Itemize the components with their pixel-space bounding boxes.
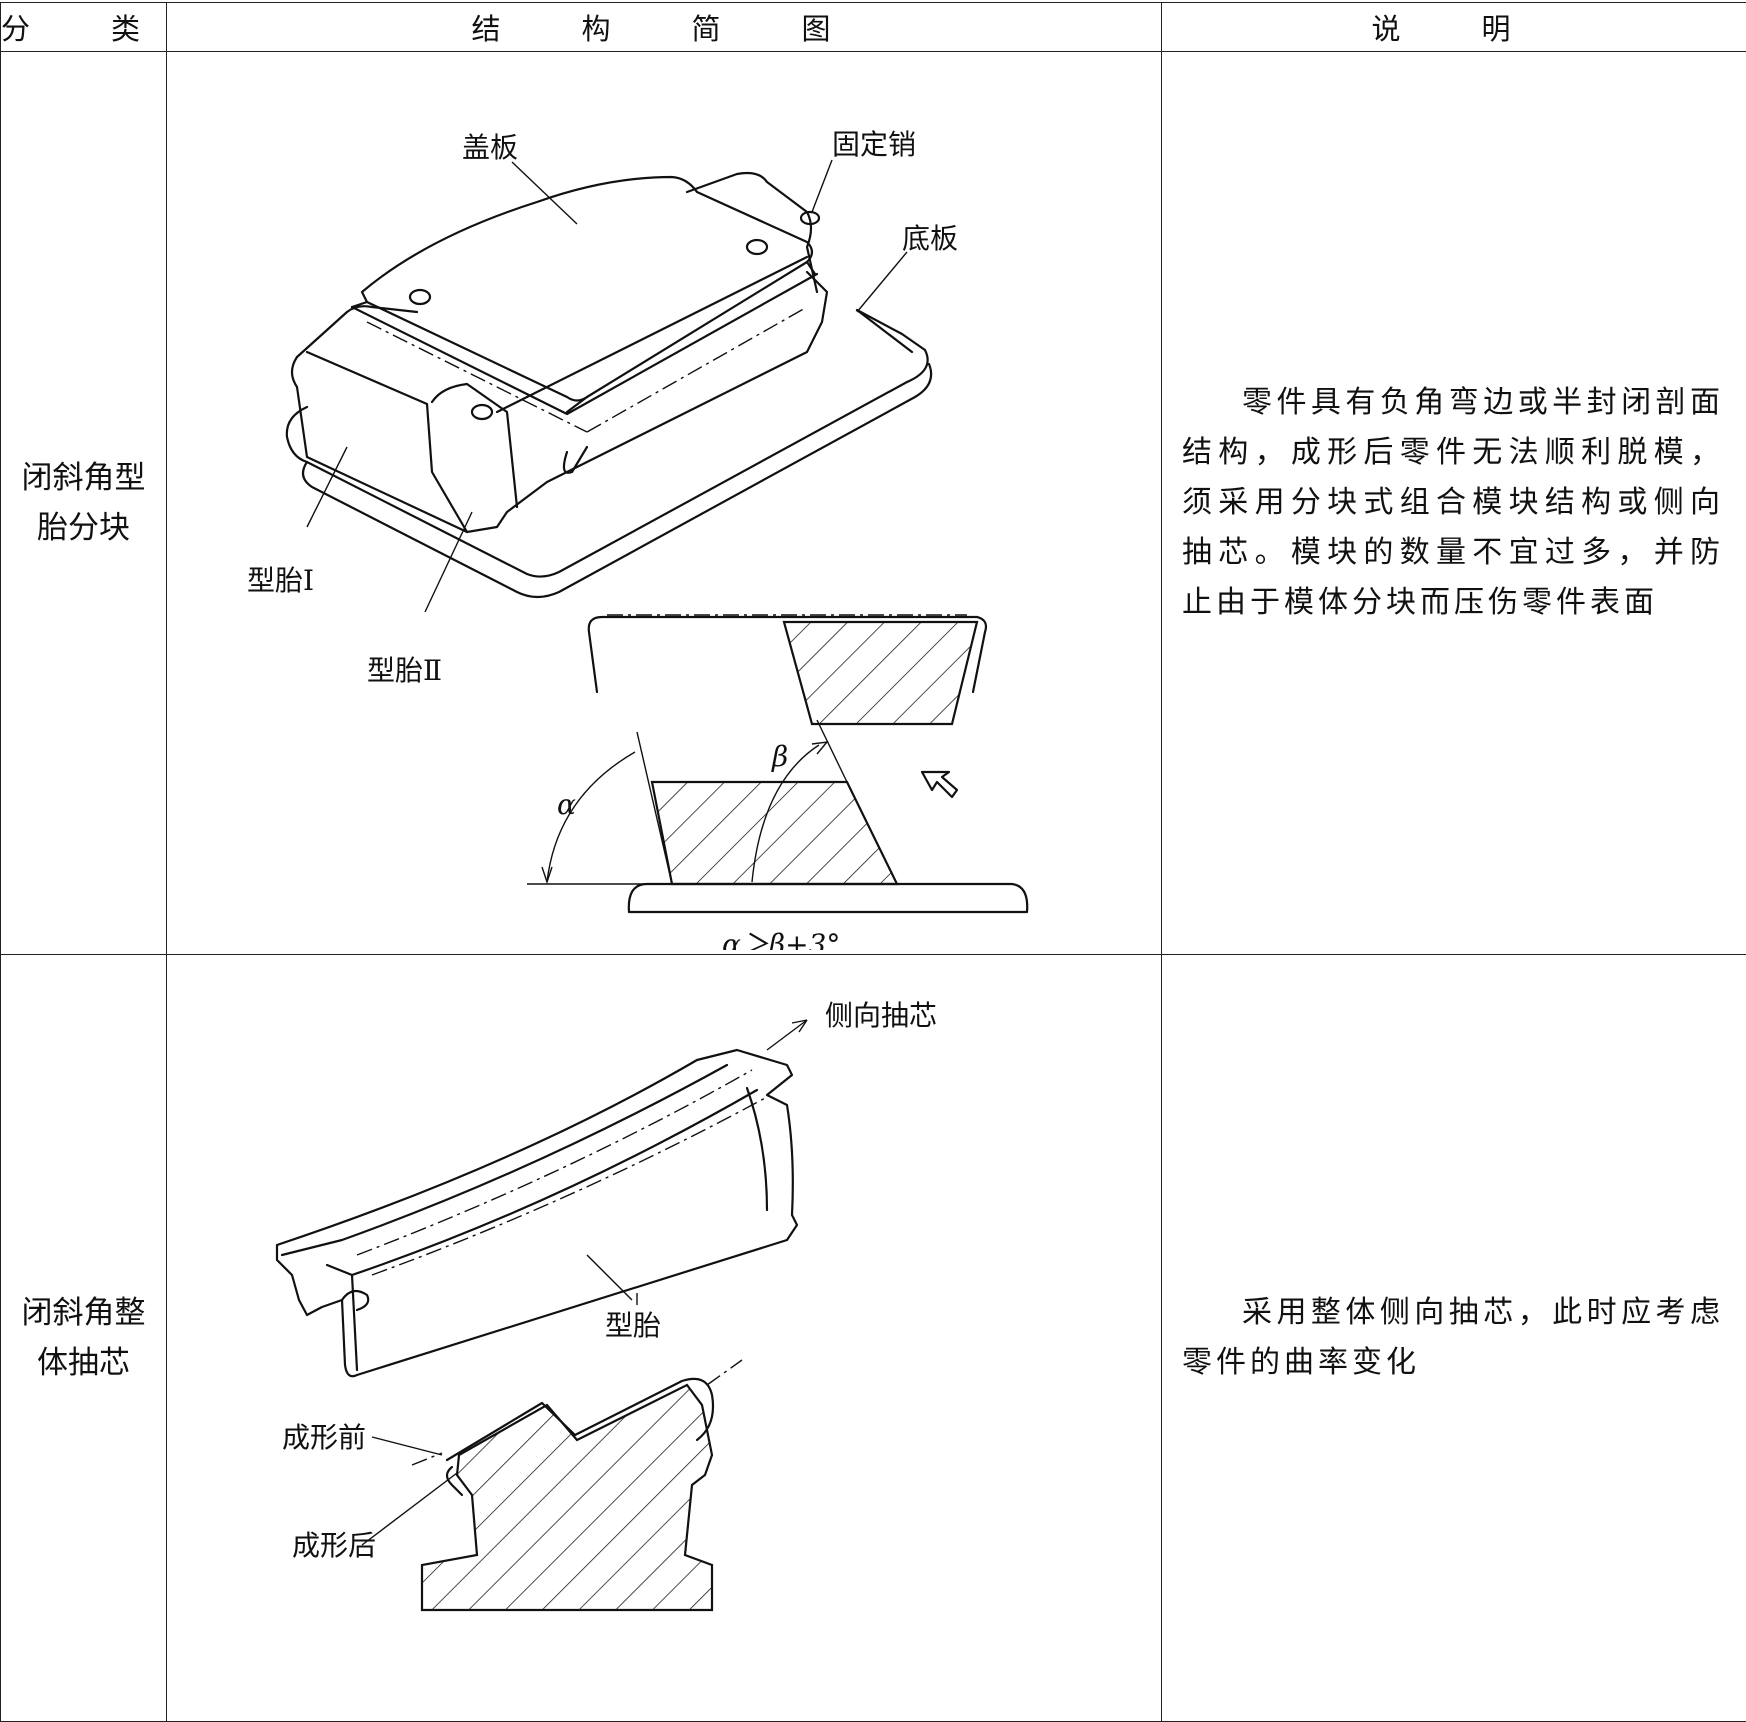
category-line: 闭斜角整	[14, 1288, 154, 1338]
category-line: 体抽芯	[14, 1338, 154, 1388]
formula: α＞β+3°	[722, 928, 840, 950]
table-header-row: 分 类 结 构 简 图 说 明	[1, 3, 1746, 52]
side-core-drawing: 侧向抽芯 型胎 成形前 成形后	[167, 955, 1162, 1717]
table-row: 闭斜角型 胎分块	[1, 52, 1746, 955]
category-cell: 闭斜角型 胎分块	[1, 52, 167, 955]
split-die-drawing: 盖板 固定销 底板 型胎Ⅰ 型胎Ⅱ	[167, 52, 1162, 950]
notes-text: 零件具有负角弯边或半封闭剖面结构，成形后零件无法顺利脱模，须采用分块式组合模块结…	[1182, 378, 1724, 628]
table-row: 闭斜角整 体抽芯	[1, 955, 1746, 1722]
category-line: 闭斜角型	[14, 453, 154, 503]
notes-text: 采用整体侧向抽芯，此时应考虑零件的曲率变化	[1182, 1288, 1724, 1388]
upper-section-shape	[589, 615, 986, 724]
header-notes: 说 明	[1162, 3, 1746, 52]
diagram-cell: 盖板 固定销 底板 型胎Ⅰ 型胎Ⅱ	[167, 52, 1162, 955]
label-alpha: α	[557, 788, 576, 821]
label-die-2: 型胎Ⅱ	[367, 654, 442, 687]
diagram-cell: 侧向抽芯 型胎 成形前 成形后	[167, 955, 1162, 1722]
notes-cell: 零件具有负角弯边或半封闭剖面结构，成形后零件无法顺利脱模，须采用分块式组合模块结…	[1162, 52, 1746, 955]
label-beta: β	[771, 740, 788, 773]
label-before-forming: 成形前	[282, 1421, 366, 1454]
label-fixing-pin: 固定销	[832, 128, 916, 161]
label-die-1: 型胎Ⅰ	[247, 564, 314, 597]
label-side-core: 侧向抽芯	[825, 999, 937, 1032]
curved-die-shape	[277, 1050, 797, 1376]
header-diagram: 结 构 简 图	[167, 3, 1162, 52]
category-line: 胎分块	[14, 503, 154, 553]
cover-plate-shape	[352, 177, 819, 414]
die-blocks-shape	[292, 173, 827, 532]
notes-cell: 采用整体侧向抽芯，此时应考虑零件的曲率变化	[1162, 955, 1746, 1722]
label-die: 型胎	[605, 1309, 661, 1342]
label-cover-plate: 盖板	[462, 131, 518, 164]
category-cell: 闭斜角整 体抽芯	[1, 955, 167, 1722]
header-category: 分 类	[1, 3, 167, 52]
label-after-forming: 成形后	[292, 1529, 376, 1562]
label-base-plate: 底板	[902, 222, 958, 255]
die-section-shape	[412, 1360, 742, 1610]
base-plate-shape	[287, 310, 931, 597]
